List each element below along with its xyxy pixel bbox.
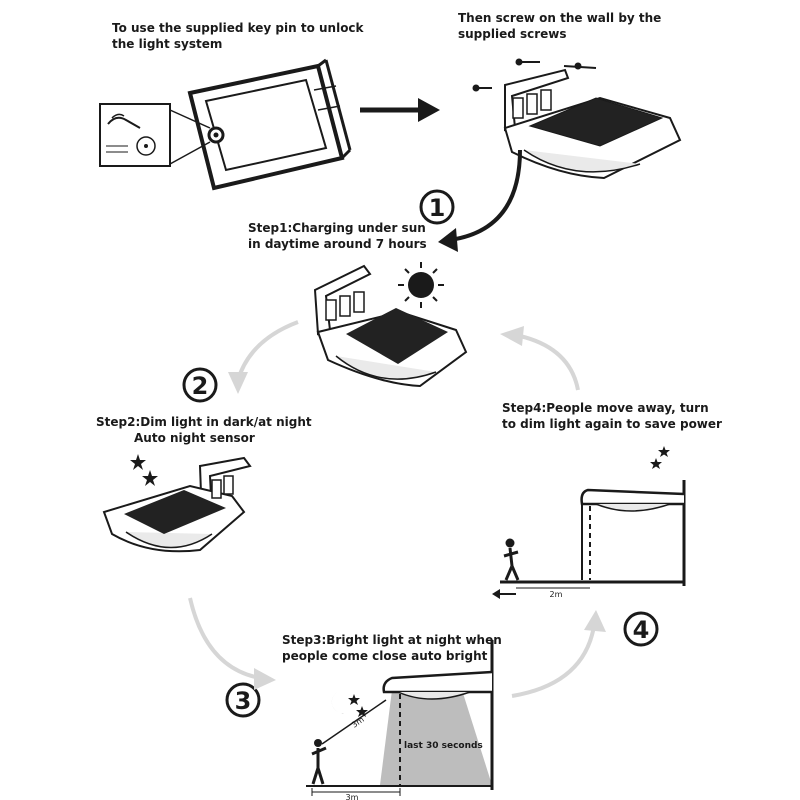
step1-caption: Step1:Charging under sun in daytime arou…	[248, 220, 427, 252]
step3-beam-label: last 30 seconds	[404, 741, 483, 751]
step3-caption-line1: Step3:Bright light at night when	[282, 633, 502, 647]
step4-caption-line1: Step4:People move away, turn	[502, 401, 709, 415]
person-icon	[311, 739, 327, 785]
moon-icon	[678, 444, 694, 471]
step2-light	[102, 456, 252, 553]
mount-caption: Then screw on the wall by the supplied s…	[458, 10, 661, 42]
step3-caption: Step3:Bright light at night when people …	[282, 632, 502, 664]
star-icon	[650, 458, 662, 469]
step4-scene: 2m	[492, 444, 694, 599]
key-pin-inset	[99, 103, 171, 167]
unlock-caption-line1: To use the supplied key pin to unlock	[112, 21, 364, 35]
unlock-caption: To use the supplied key pin to unlock th…	[112, 20, 364, 52]
step4-caption-line2: to dim light again to save power	[502, 417, 722, 431]
unlock-illustration	[99, 58, 352, 191]
step3-distance-label: 3m	[346, 793, 359, 800]
screw-icon	[515, 58, 540, 66]
unlock-caption-line2: the light system	[112, 37, 223, 51]
mounted-light	[472, 58, 682, 180]
light-panel-back	[187, 58, 352, 191]
cycle-arrow-icon	[188, 597, 276, 690]
step2-caption-line2: Auto night sensor	[134, 431, 255, 445]
cycle-arrow-icon	[228, 320, 299, 394]
step2-number: 2	[192, 372, 209, 400]
star-icon	[356, 706, 368, 717]
star-icon	[658, 446, 670, 457]
screw-icon	[472, 84, 492, 92]
cycle-arrow-icon	[500, 326, 580, 391]
step4-distance-label: 2m	[550, 590, 563, 599]
step4-caption: Step4:People move away, turn to dim ligh…	[502, 400, 722, 432]
moon-icon	[107, 452, 128, 480]
step3-caption-line2: people come close auto bright	[282, 649, 488, 663]
step3-number-badge: 3	[225, 682, 261, 718]
screw-icon	[563, 62, 597, 70]
curved-arrow-icon	[438, 149, 522, 252]
person-icon	[503, 538, 520, 581]
star-icon	[130, 454, 158, 486]
star-icon	[348, 694, 360, 705]
step1-light	[313, 264, 468, 388]
cycle-arrow-icon	[511, 610, 606, 698]
step2-caption: Step2:Dim light in dark/at night Auto ni…	[96, 414, 312, 446]
mount-caption-line2: supplied screws	[458, 27, 567, 41]
step4-number-badge: 4	[623, 611, 659, 647]
right-arrow-icon	[360, 98, 440, 122]
step4-number: 4	[633, 616, 650, 644]
step1-caption-line1: Step1:Charging under sun	[248, 221, 426, 235]
step1-number-badge: 1	[419, 189, 455, 225]
step1-caption-line2: in daytime around 7 hours	[248, 237, 427, 251]
step2-caption-line1: Step2:Dim light in dark/at night	[96, 415, 312, 429]
sun-icon	[398, 262, 444, 308]
step2-number-badge: 2	[182, 367, 218, 403]
step3-range-label: 3m	[350, 715, 366, 730]
step1-number: 1	[429, 194, 446, 222]
moon-icon	[331, 692, 348, 714]
step3-number: 3	[235, 687, 252, 715]
mount-caption-line1: Then screw on the wall by the	[458, 11, 662, 25]
step3-scene: 3m last 30 seconds 3m	[306, 640, 494, 800]
left-arrow-icon	[492, 589, 516, 599]
light-beam	[380, 690, 492, 785]
